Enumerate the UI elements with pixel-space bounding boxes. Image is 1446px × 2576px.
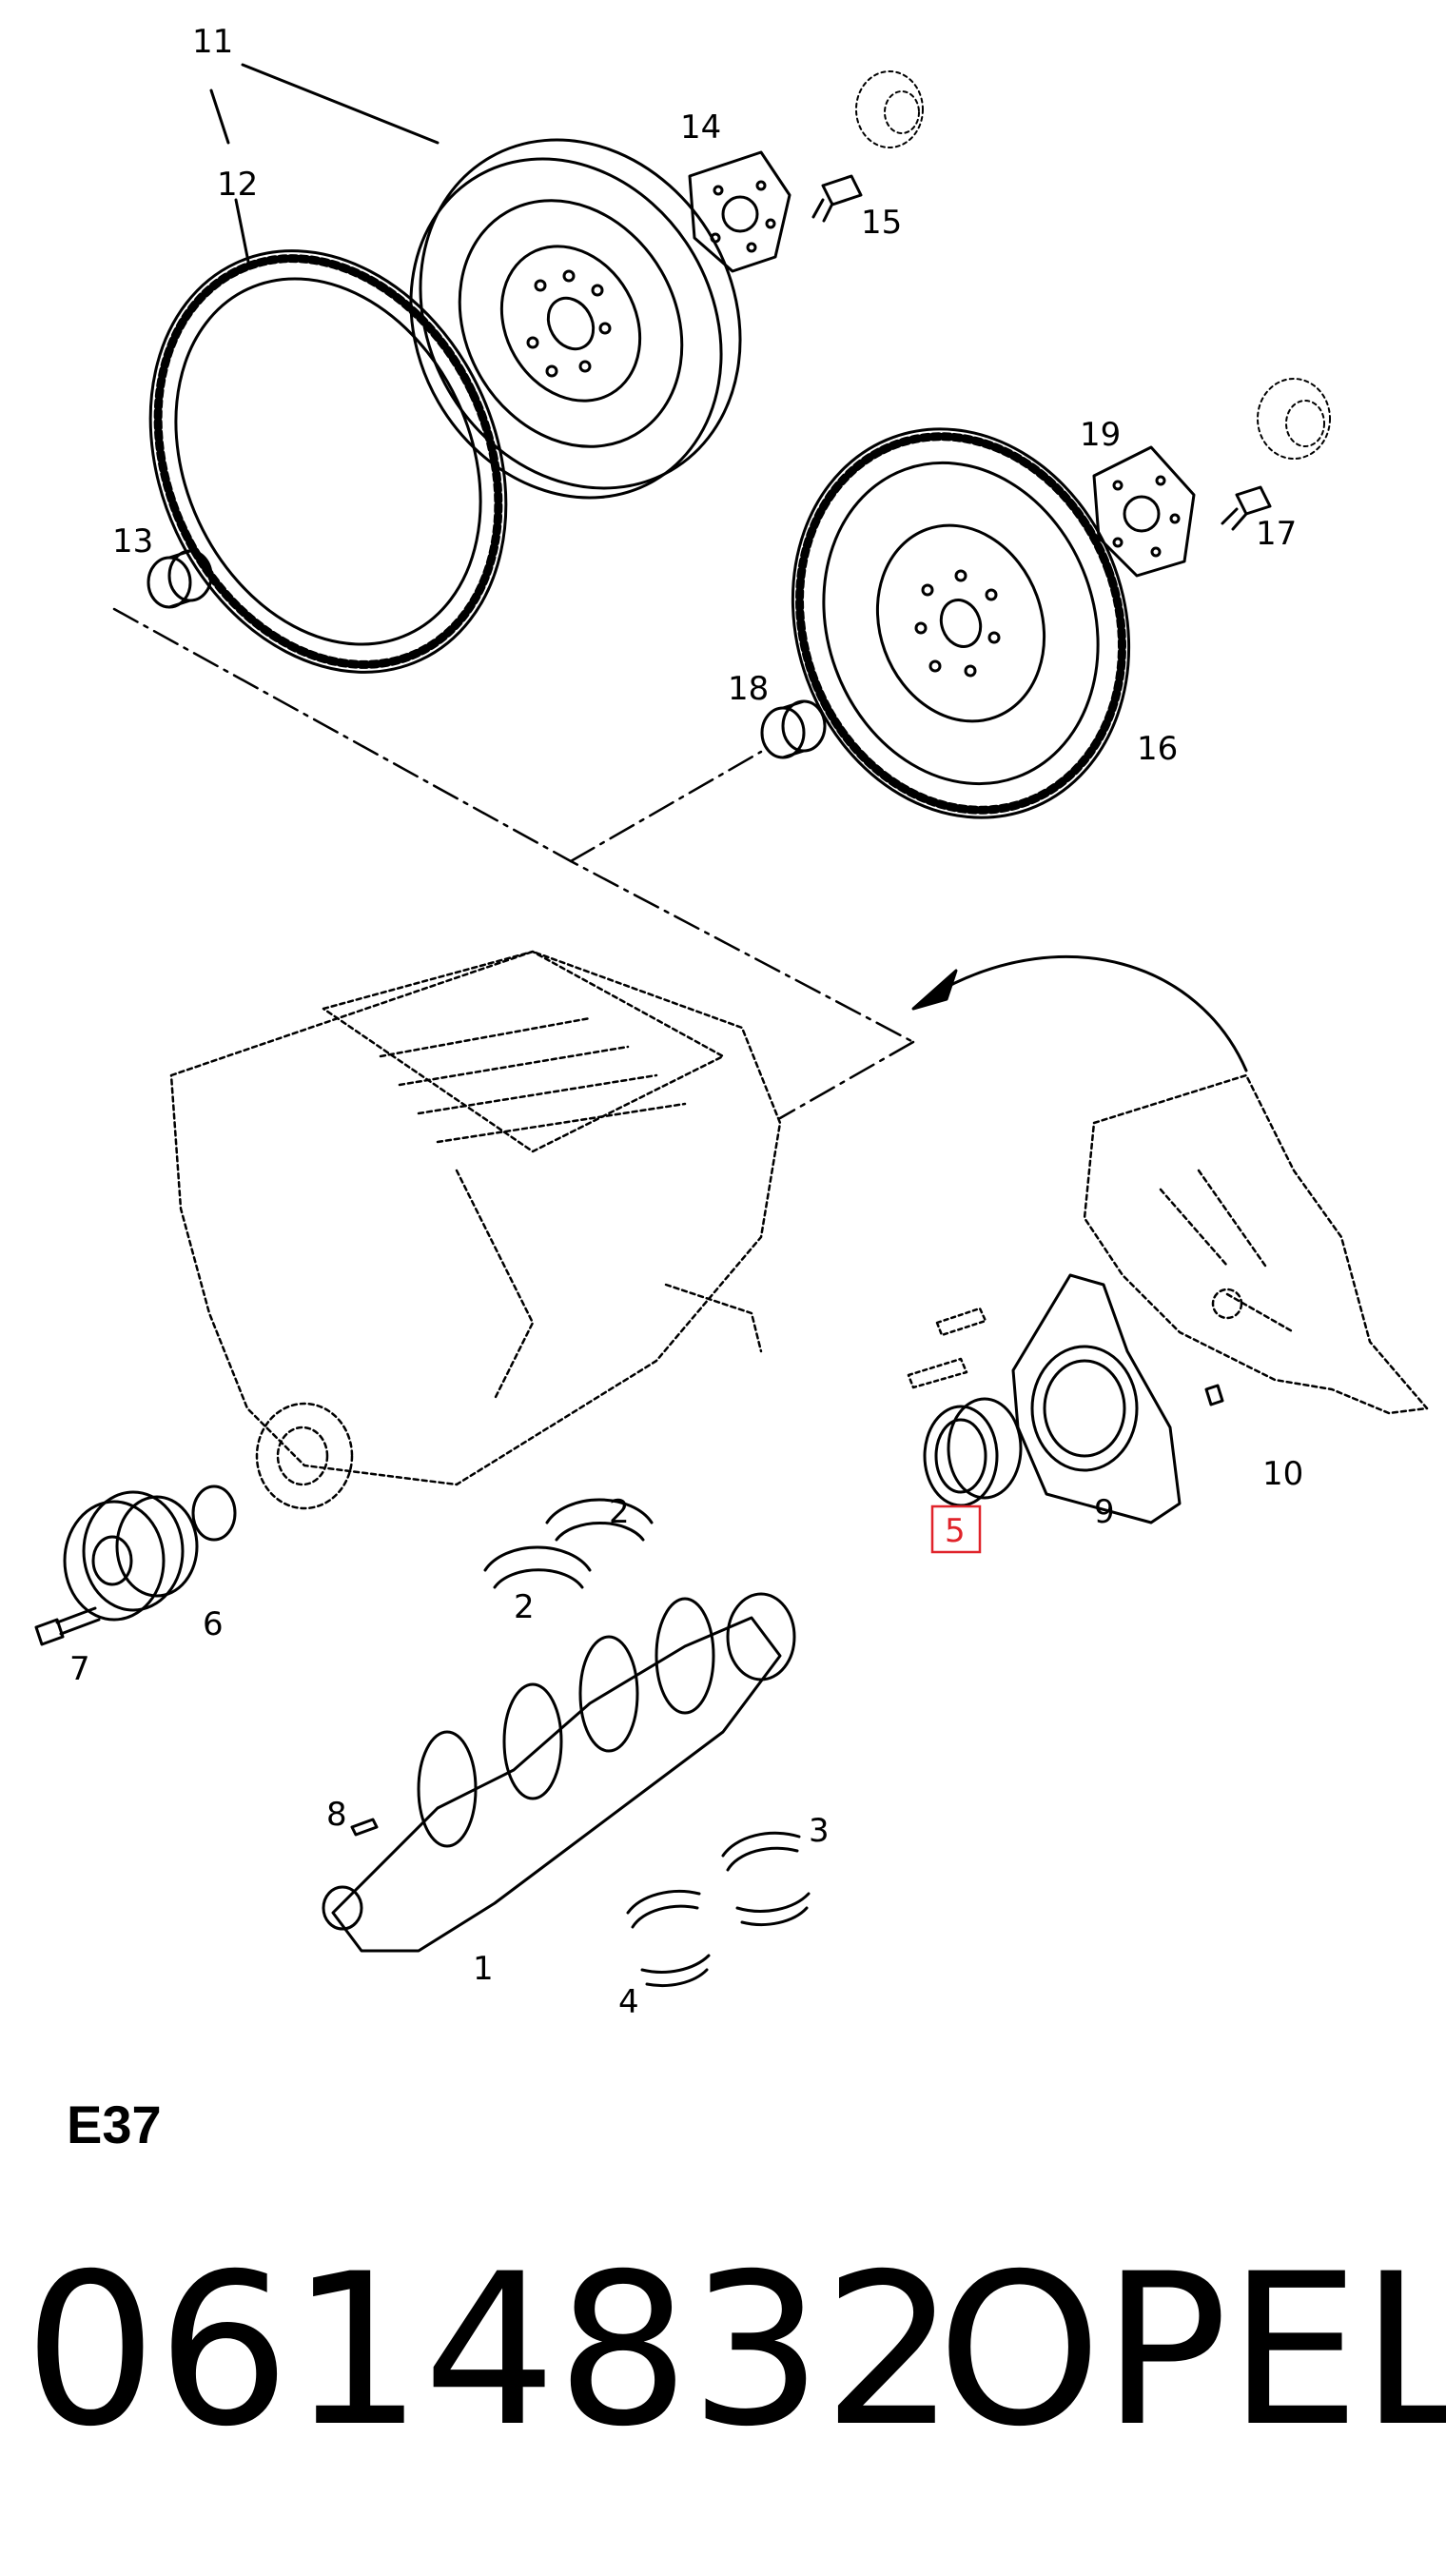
callout-3: 3 — [809, 1812, 830, 1850]
callout-6: 6 — [203, 1605, 224, 1643]
callout-9: 9 — [1094, 1493, 1115, 1531]
seal-housing-9 — [1011, 1273, 1182, 1524]
callout-19: 19 — [1080, 416, 1121, 454]
callout-8: 8 — [326, 1796, 347, 1834]
pulley-6 — [63, 1485, 237, 1622]
bolt-7 — [34, 1606, 101, 1646]
engine-block — [169, 950, 782, 1510]
callout-1: 1 — [473, 1950, 494, 1988]
rear-housing — [1083, 1073, 1429, 1415]
bearing-shells-3 — [721, 1831, 811, 1926]
pin-10 — [1204, 1384, 1224, 1406]
plate-19 — [1092, 445, 1196, 578]
callout-12: 12 — [217, 166, 258, 204]
bearing-shells-2 — [483, 1498, 654, 1589]
oil-seal-5 — [923, 1397, 1023, 1507]
callout-17: 17 — [1256, 515, 1297, 553]
housing-bolts — [907, 1307, 987, 1389]
bush-13 — [147, 549, 213, 609]
callout-5: 5 — [945, 1512, 966, 1550]
diagram-code: E37 — [67, 2094, 162, 2154]
callout-16: 16 — [1137, 730, 1178, 768]
crankshaft-1 — [322, 1592, 796, 1953]
callout-10: 10 — [1262, 1455, 1303, 1493]
brand-name: OPEL — [937, 2229, 1446, 2472]
flywheel-16 — [791, 427, 1131, 819]
reference-lines — [112, 607, 915, 1120]
leader-lines — [209, 63, 440, 268]
key-8 — [350, 1818, 379, 1837]
bolt-17 — [1221, 485, 1272, 531]
callout-5-highlight — [930, 1504, 982, 1554]
dotted-part-top — [855, 70, 1331, 460]
footer: 0614832 OPEL — [24, 2229, 1446, 2484]
flywheel-11 — [409, 138, 742, 500]
bush-18 — [760, 699, 827, 759]
callout-14: 14 — [680, 108, 721, 147]
callout-4: 4 — [618, 1983, 639, 2021]
callout-2b: 2 — [514, 1588, 535, 1626]
arrow — [911, 954, 1248, 1072]
callout-13: 13 — [112, 522, 153, 560]
bearing-shells-4 — [626, 1889, 711, 1988]
callout-11: 11 — [192, 23, 233, 61]
callout-2a: 2 — [609, 1493, 630, 1531]
callout-18: 18 — [728, 670, 769, 708]
bolt-15 — [811, 174, 863, 223]
ring-gear-12 — [148, 249, 508, 674]
callout-labels: 11 12 13 14 15 16 17 18 19 2 2 3 4 1 6 7… — [69, 23, 1303, 2021]
part-number: 0614832 — [24, 2229, 956, 2472]
callout-7: 7 — [69, 1650, 90, 1688]
callout-15: 15 — [861, 204, 902, 242]
plate-14 — [688, 150, 791, 273]
